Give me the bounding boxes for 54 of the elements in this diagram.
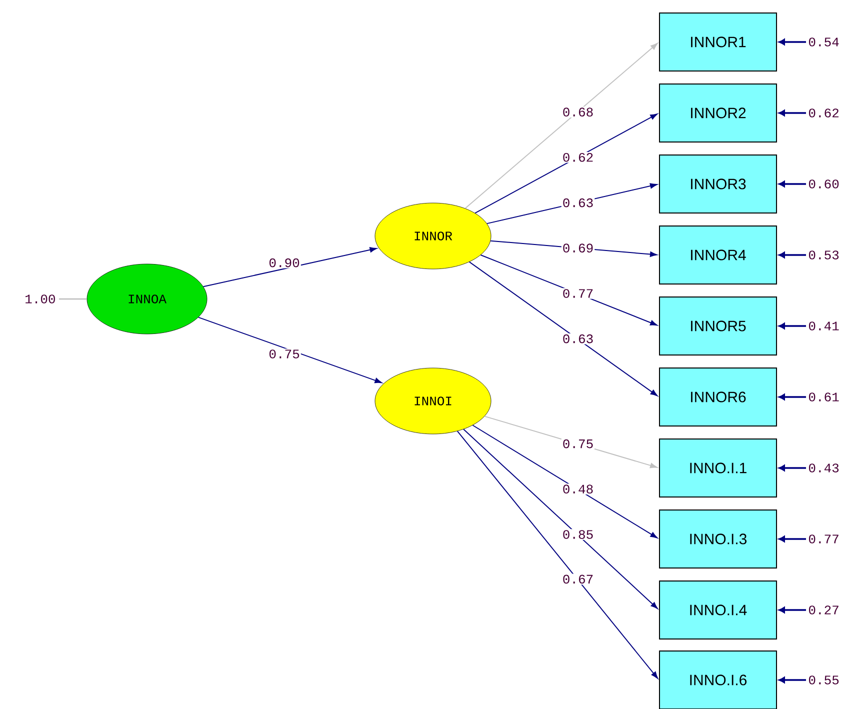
indicator-box: INNOR5 bbox=[659, 296, 777, 356]
edge-label: 0.90 bbox=[268, 257, 301, 268]
arrow bbox=[468, 261, 658, 396]
edge-label: 1.00 bbox=[24, 294, 57, 304]
edge-label: 0.67 bbox=[561, 574, 595, 585]
indicator-box: INNOR3 bbox=[659, 154, 777, 214]
edge-label: 0.85 bbox=[561, 529, 595, 540]
edge-label: 0.61 bbox=[807, 392, 840, 402]
arrow bbox=[198, 316, 382, 384]
ellipse-node: INNOR bbox=[374, 202, 492, 270]
edge-label: 0.62 bbox=[807, 108, 840, 118]
edge-label: 0.63 bbox=[561, 197, 595, 208]
edge-label: 0.60 bbox=[807, 178, 840, 190]
edge-label: 0.54 bbox=[807, 36, 840, 48]
edge-label: 0.75 bbox=[561, 438, 595, 450]
indicator-box: INNO.I.6 bbox=[659, 650, 777, 709]
edge-label: 0.63 bbox=[561, 333, 595, 344]
arrow bbox=[456, 430, 658, 679]
edge-label: 0.62 bbox=[561, 152, 595, 163]
edge-label: 0.41 bbox=[807, 320, 840, 332]
edge-label: 0.69 bbox=[561, 242, 595, 254]
arrow bbox=[463, 428, 658, 609]
edge-label: 0.53 bbox=[807, 250, 840, 260]
arrow bbox=[778, 38, 806, 46]
arrow bbox=[778, 676, 806, 684]
arrow bbox=[778, 606, 806, 614]
arrow bbox=[778, 110, 806, 116]
indicator-box: INNO.I.1 bbox=[659, 438, 777, 498]
arrow bbox=[472, 424, 658, 538]
indicator-box: INNOR2 bbox=[659, 84, 777, 142]
indicator-box: INNOR4 bbox=[659, 226, 777, 284]
indicator-box: INNOR6 bbox=[659, 368, 777, 426]
edge-label: 0.77 bbox=[561, 288, 595, 299]
edge-label: 0.43 bbox=[807, 462, 840, 474]
ellipse-node: INNOI bbox=[374, 368, 492, 434]
arrow bbox=[778, 322, 806, 330]
arrow bbox=[778, 252, 806, 258]
edge-label: 0.55 bbox=[807, 674, 840, 686]
ellipse-node: INNOA bbox=[86, 264, 208, 334]
edge-label: 0.68 bbox=[561, 106, 595, 118]
arrow bbox=[202, 247, 377, 288]
indicator-box: INNOR1 bbox=[659, 12, 777, 72]
arrow bbox=[474, 114, 658, 214]
edge-label: 0.77 bbox=[807, 534, 840, 544]
indicator-box: INNO.I.4 bbox=[659, 580, 777, 640]
arrow bbox=[778, 536, 806, 542]
arrow bbox=[464, 43, 658, 209]
arrow bbox=[778, 464, 806, 472]
edge-label: 0.27 bbox=[807, 604, 840, 616]
edge-label: 0.75 bbox=[268, 348, 301, 360]
edge-label: 0.48 bbox=[561, 484, 595, 494]
arrow bbox=[778, 394, 806, 400]
indicator-box: INNO.I.3 bbox=[659, 510, 777, 568]
arrow bbox=[778, 180, 806, 188]
